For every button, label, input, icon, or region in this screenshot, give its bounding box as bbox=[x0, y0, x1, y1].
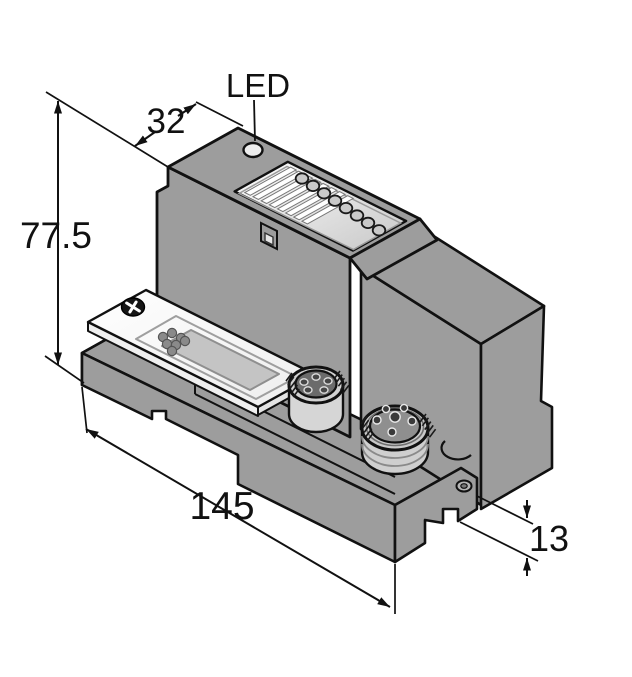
plate-screw-icon bbox=[120, 297, 146, 317]
label-led-dot bbox=[371, 224, 387, 237]
dim-label-32: 32 bbox=[147, 102, 186, 141]
female-pin-hole bbox=[311, 373, 321, 381]
hatch-mark bbox=[360, 415, 368, 425]
din-rail-foot-face bbox=[393, 466, 479, 564]
plate-pin-dot bbox=[166, 327, 178, 339]
label-led-dot bbox=[316, 187, 332, 200]
label-window-inner-border bbox=[237, 165, 403, 251]
connector-male bbox=[360, 403, 437, 476]
male-pin bbox=[381, 404, 391, 414]
hatch-mark bbox=[426, 424, 434, 434]
led-leader-line bbox=[253, 99, 256, 142]
plate-window-pin-dots bbox=[157, 327, 191, 357]
female-pin-hole bbox=[299, 378, 309, 386]
hatch-mark bbox=[424, 421, 432, 431]
rear-block bbox=[359, 228, 554, 511]
dimensions bbox=[44, 91, 539, 614]
male-pin bbox=[372, 415, 382, 425]
hatch-mark bbox=[292, 388, 300, 398]
connector-female bbox=[285, 365, 350, 434]
mounting-hole-center bbox=[460, 483, 468, 489]
plate-pin-dot bbox=[166, 345, 178, 357]
hatch-mark bbox=[288, 380, 297, 390]
hatch-mark bbox=[285, 372, 293, 382]
extension-lines bbox=[44, 91, 539, 614]
hatch-mark bbox=[419, 413, 427, 423]
connector-female-holes bbox=[299, 373, 333, 394]
label-led-dot bbox=[305, 179, 321, 192]
dim-label-13: 13 bbox=[529, 518, 569, 559]
mounting-notch bbox=[440, 440, 472, 461]
female-pin-hole bbox=[323, 377, 333, 385]
hatch-mark bbox=[361, 419, 370, 429]
hatch-mark bbox=[337, 377, 346, 387]
label-strip bbox=[243, 166, 298, 196]
hatch-mark bbox=[287, 376, 295, 386]
thread-hatch-female bbox=[285, 370, 350, 398]
dim-32 bbox=[134, 103, 197, 147]
label-led-dot bbox=[360, 216, 376, 229]
female-pin-hole bbox=[319, 386, 329, 394]
rear-block-right-face bbox=[479, 304, 554, 511]
clip-tab bbox=[260, 221, 278, 251]
hatch-mark bbox=[335, 374, 343, 384]
hatch-mark bbox=[339, 381, 348, 391]
label-led-row bbox=[294, 172, 387, 237]
label-led-dot bbox=[338, 202, 354, 215]
top-slab-sloped-end bbox=[348, 217, 439, 281]
male-pin bbox=[389, 411, 401, 423]
status-led bbox=[242, 141, 264, 159]
male-pin bbox=[399, 403, 409, 413]
hatch-mark bbox=[290, 384, 299, 394]
hatch-mark bbox=[333, 370, 341, 380]
male-pin bbox=[407, 416, 417, 426]
dim-label-77-5: 77.5 bbox=[20, 215, 92, 256]
hatch-mark bbox=[421, 417, 430, 427]
base-right-end bbox=[393, 440, 479, 564]
label-led-dot bbox=[349, 209, 365, 222]
label-led-dot bbox=[294, 172, 310, 185]
male-pin bbox=[387, 427, 397, 437]
plate-pin-dot bbox=[179, 335, 191, 347]
dim-label-145: 145 bbox=[189, 485, 254, 528]
label-led-dot bbox=[327, 194, 343, 207]
female-pin-hole bbox=[303, 386, 313, 394]
hatch-mark bbox=[342, 384, 350, 394]
label-window bbox=[233, 160, 408, 252]
dim-145 bbox=[85, 428, 391, 608]
hatch-mark bbox=[428, 428, 437, 438]
led-label: LED bbox=[226, 67, 290, 104]
